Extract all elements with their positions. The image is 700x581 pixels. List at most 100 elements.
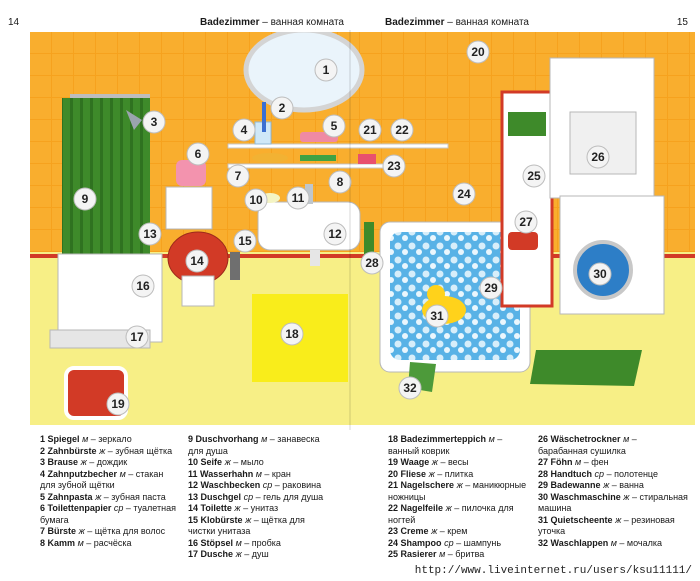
callout-5: 5 [322,114,346,138]
legend-item-russian: весы [447,457,469,467]
callout-number: 29 [484,281,498,295]
callout-circle [466,40,490,64]
callout-number: 1 [323,63,330,77]
callout-1: 1 [314,58,338,82]
legend-item-gender: ж [428,468,435,479]
legend-item: 1 Spiegel м – зеркало [40,434,132,444]
title-ru-left: ванная комната [270,17,344,28]
callout-number: 25 [527,169,541,183]
legend-item: 20 Fliese ж – плитка [388,468,474,479]
callout-circle [131,274,155,298]
callout-number: 24 [457,187,471,201]
legend-item-gender: ж [456,480,463,490]
faucet [305,184,313,204]
legend-item-number: 22 [388,503,399,513]
rubber-duck-head [427,285,445,303]
callout-circle [185,249,209,273]
page-title-right: Badezimmer – ванная комната [385,17,529,28]
callout-circle [233,229,257,253]
legend-item: 7 Bürste ж – щётка для волос [40,526,166,536]
legend-item-german: Wasserhahn [200,468,254,479]
callout-number: 30 [593,267,607,281]
shower-step [49,329,151,349]
legend-item-gender: м [261,434,268,444]
shelf-top [227,143,449,149]
legend-item-gender: ж [603,480,610,490]
callout-number: 6 [195,147,202,161]
callout-circle [452,182,476,206]
callout-24: 24 [452,182,476,206]
legend-item-number: 11 [188,468,198,479]
callout-circle [479,276,503,300]
legend-item: 27 Föhn м – фен [538,457,609,467]
legend-item-number: 19 [388,457,399,467]
legend-item-gender: ж [245,514,252,525]
legend-item-russian: унитаз [250,503,279,513]
callout-18: 18 [280,322,304,346]
callout-circle [588,262,612,286]
callout-number: 26 [591,150,605,164]
legend-item-gender: м [439,549,446,559]
callout-circle [125,325,149,349]
legend-item: 30 Waschmaschine ж – стиральная машина [538,491,688,514]
towel-stack [508,112,546,136]
legend-item-gender: ж [445,503,452,513]
callout-circle [398,376,422,400]
legend-column-4: 26 Wäschetrockner м – барабанная сушилка… [538,434,688,549]
legend-item-german: Rasierer [400,549,437,559]
legend-item: 23 Creme ж – крем [388,526,468,536]
legend-item-russian: гель для душа [263,491,324,502]
legend-item-gender: м [77,537,84,548]
legend-item: 12 Waschbecken ср – раковина [188,480,322,490]
legend-item-number: 24 [388,537,399,548]
legend-item-number: 31 [538,514,549,525]
mirror [243,32,365,113]
legend-item-russian: барабанная сушилка [538,445,626,456]
legend-item-russian: кран [271,468,291,479]
legend-item-number: 25 [388,549,399,559]
legend-item-russian: плитка [444,468,474,479]
legend-item-number: 14 [188,503,199,513]
baseboard [30,254,695,258]
callout-32: 32 [398,376,422,400]
legend-item-number: 7 [40,526,46,536]
legend-item-number: 3 [40,457,46,467]
toilet-paper [176,160,206,186]
callout-circle [358,118,382,142]
legend-item: 9 Duschvorhang м – занавеска для душа [188,434,320,456]
legend-item: 31 Quietscheente ж – резиновая уточка [538,514,675,537]
callout-number: 21 [363,123,377,137]
legend-item-russian: шампунь [463,537,502,548]
callout-11: 11 [286,186,310,210]
shelf-bottom [227,163,399,169]
legend-item-number: 5 [40,491,46,502]
legend-item: 28 Handtuch ср – полотенце [538,468,658,479]
legend-item-german: Quietscheente [550,514,613,525]
legend-item: 2 Zahnbürste ж – зубная щётка [40,445,173,456]
legend-item-russian: раковина [282,480,322,490]
legend-item-gender: м [255,468,262,479]
page-number-right: 15 [676,17,688,28]
legend-item-german: Duschvorhang [195,434,259,444]
legend-item-german: Fliese [400,468,427,479]
legend-item-german: Nagelfeile [400,503,444,513]
legend-item-russian: занавеска для душа [188,434,320,456]
towel-small [364,222,374,262]
legend-item-number: 20 [388,468,399,479]
legend-item-german: Bürste [47,526,77,536]
legend-item: 6 Toilettenpapier ср – туалетная бумага [40,503,176,525]
callout-number: 5 [331,119,338,133]
title-de-right: Badezimmer [385,17,445,28]
legend-item-number: 27 [538,457,549,467]
callout-circle [323,222,347,246]
callout-circle [322,114,346,138]
callout-circle [138,222,162,246]
callout-number: 18 [285,327,299,341]
callout-2: 2 [270,96,294,120]
cream-jar [358,154,376,164]
legend-item-number: 29 [538,480,549,490]
callout-number: 4 [241,123,248,137]
